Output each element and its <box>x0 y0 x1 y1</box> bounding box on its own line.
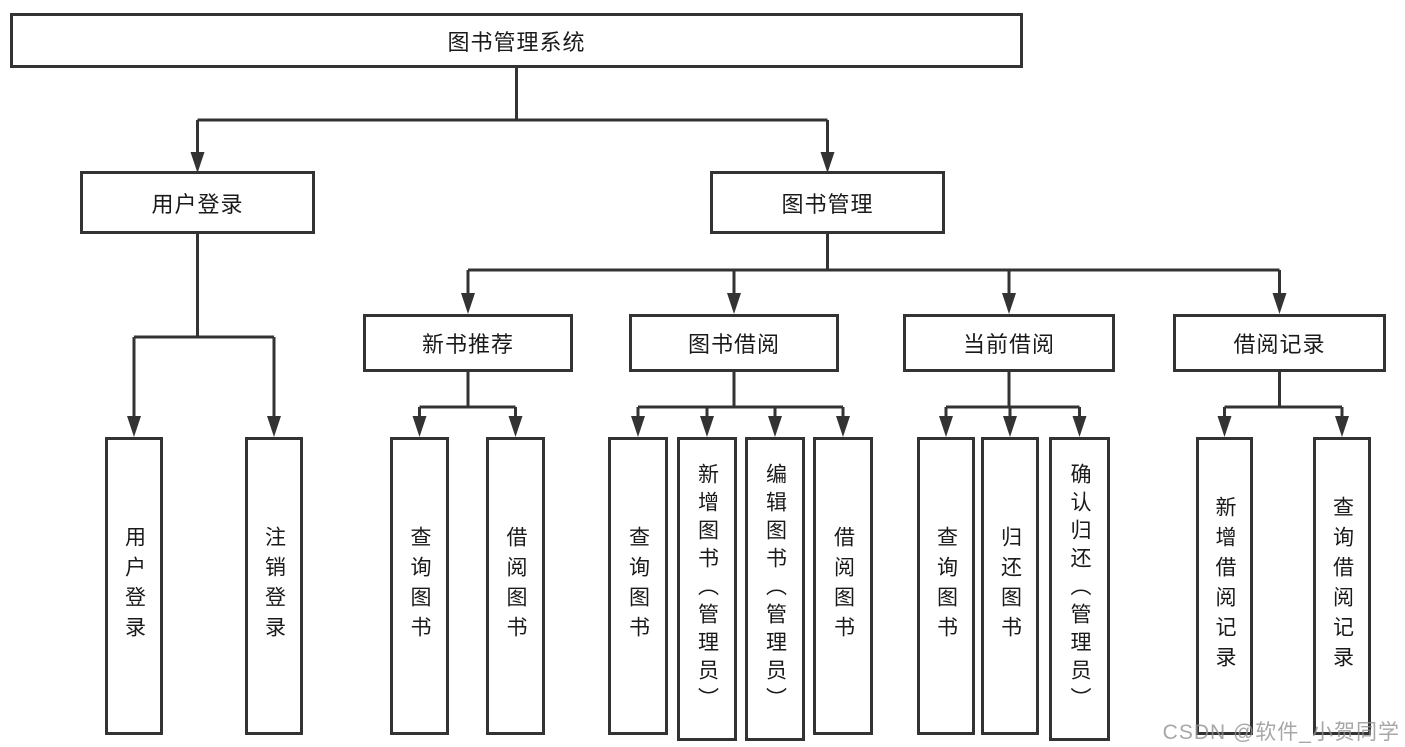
node-label: 图书管理 <box>781 191 874 217</box>
leaf-query-books-3: 查询图书 <box>917 437 975 735</box>
leaf-edit-book-admin: 编辑图书（管理员） <box>745 437 805 741</box>
node-label: 确认归还（管理员） <box>1068 463 1091 715</box>
node-label: 新增借阅记录 <box>1213 496 1236 676</box>
node-label: 用户登录 <box>122 526 146 646</box>
node-label: 图书管理系统 <box>447 29 586 55</box>
arrowhead-group <box>127 152 1349 437</box>
node-label: 借阅图书 <box>504 526 527 646</box>
node-label: 新增图书（管理员） <box>695 463 719 715</box>
node-label: 用户登录 <box>151 191 244 217</box>
node-label: 图书借阅 <box>687 332 780 357</box>
node-label: 查询图书 <box>934 526 958 646</box>
node-book-borrowing: 图书借阅 <box>629 314 839 372</box>
node-book-management: 图书管理 <box>710 171 945 234</box>
leaf-user-login: 用户登录 <box>105 437 163 735</box>
node-label: 编辑图书（管理员） <box>763 463 787 715</box>
leaf-add-borrow-record: 新增借阅记录 <box>1196 437 1253 735</box>
leaf-borrow-books-1: 借阅图书 <box>486 437 545 735</box>
leaf-logout: 注销登录 <box>245 437 303 735</box>
node-label: 查询图书 <box>408 526 431 646</box>
node-label: 归还图书 <box>998 526 1022 646</box>
leaf-confirm-return-admin: 确认归还（管理员） <box>1049 437 1110 741</box>
node-label: 新书推荐 <box>421 332 514 357</box>
node-label: 借阅图书 <box>831 526 855 646</box>
node-current-borrowing: 当前借阅 <box>903 314 1115 372</box>
leaf-add-book-admin: 新增图书（管理员） <box>677 437 737 741</box>
node-user-login: 用户登录 <box>80 171 315 234</box>
leaf-return-books: 归还图书 <box>981 437 1039 735</box>
csdn-watermark: CSDN @软件_小贺同学 <box>1162 721 1400 744</box>
leaf-query-books-1: 查询图书 <box>390 437 449 735</box>
node-new-book-recommendation: 新书推荐 <box>363 314 573 372</box>
leaf-query-borrow-record: 查询借阅记录 <box>1313 437 1371 735</box>
node-root-system: 图书管理系统 <box>10 13 1023 68</box>
node-borrowing-records: 借阅记录 <box>1173 314 1386 372</box>
leaf-query-books-2: 查询图书 <box>608 437 668 735</box>
leaf-borrow-books-2: 借阅图书 <box>813 437 873 735</box>
node-label: 查询图书 <box>626 526 650 646</box>
node-label: 查询借阅记录 <box>1330 496 1354 676</box>
node-label: 借阅记录 <box>1233 332 1326 357</box>
node-label: 当前借阅 <box>962 332 1055 357</box>
node-label: 注销登录 <box>262 526 286 646</box>
